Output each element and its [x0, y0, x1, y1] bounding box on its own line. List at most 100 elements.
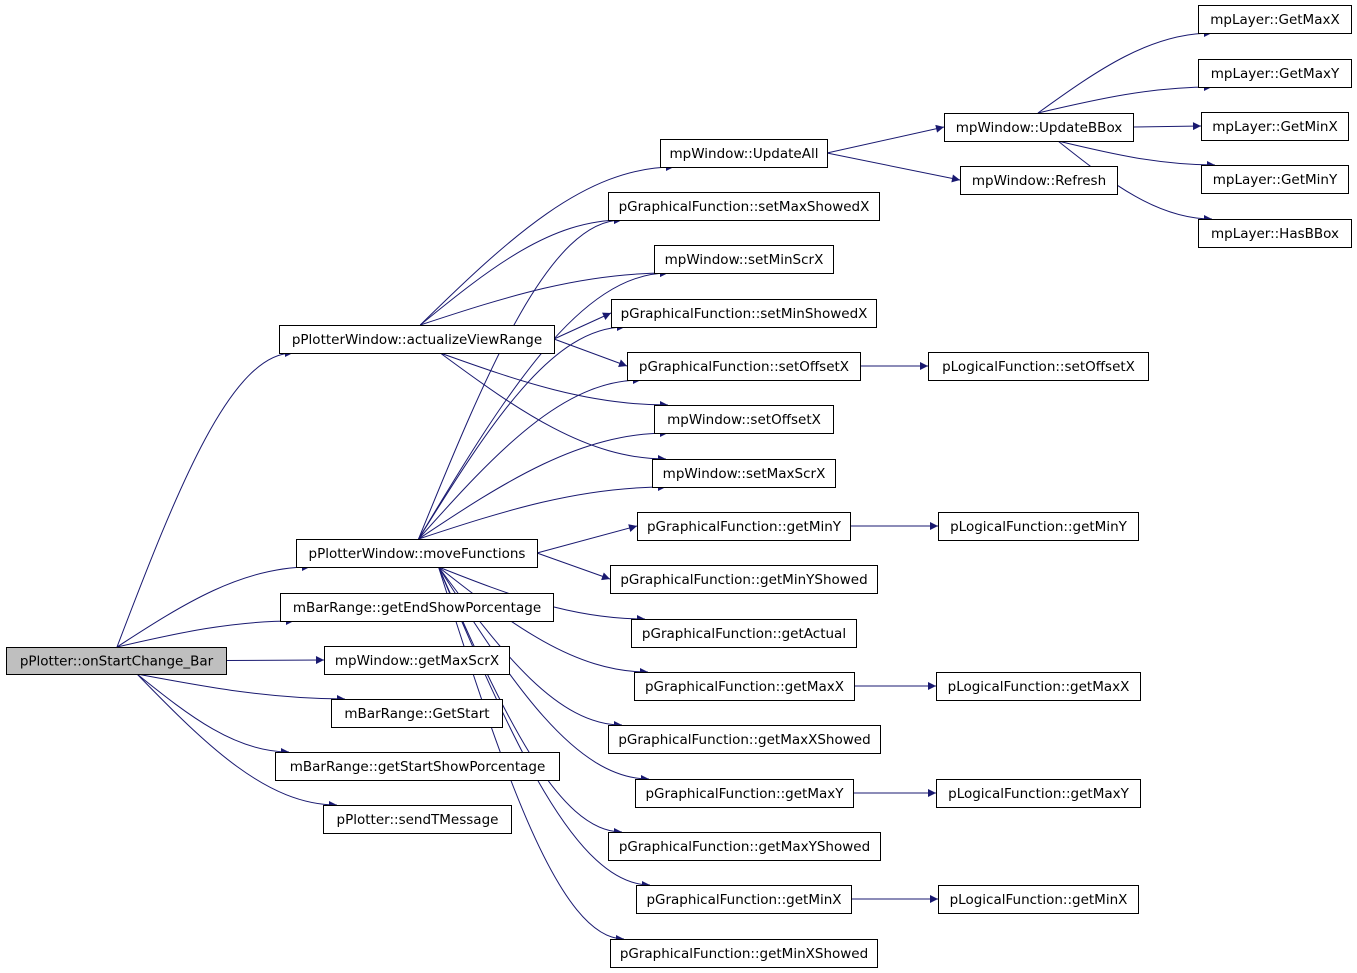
edge-move-to-setmaxscrx: [418, 483, 667, 540]
node-getmaxy-l[interactable]: pLogicalFunction::getMaxY: [936, 779, 1141, 808]
node-box: [654, 245, 834, 274]
node-box: [608, 725, 881, 754]
node-box: [279, 325, 555, 354]
node-label: pGraphicalFunction::getMinXShowed: [620, 946, 868, 962]
node-label: mpLayer::GetMaxY: [1211, 66, 1340, 82]
node-box: [324, 646, 510, 675]
node-lgetminy[interactable]: mpLayer::GetMinY: [1201, 165, 1349, 194]
node-label: mBarRange::getStartShowPorcentage: [290, 759, 546, 775]
node-sendt[interactable]: pPlotter::sendTMessage: [323, 805, 512, 834]
node-label: pPlotterWindow::moveFunctions: [309, 546, 526, 562]
edge-root-to-getmaxscrx: [225, 656, 325, 665]
edge-move-to-getmaxx_g: [438, 566, 649, 676]
node-getmaxscrx[interactable]: mpWindow::getMaxScrX: [324, 646, 510, 675]
node-label: pLogicalFunction::getMinX: [950, 892, 1128, 908]
edge-updatebbox-to-lgetminy: [1057, 140, 1216, 169]
node-actualize[interactable]: pPlotterWindow::actualizeViewRange: [279, 325, 555, 354]
edge-updateall-to-updatebbox: [826, 124, 945, 154]
edge-updatebbox-to-lgetmaxy: [1037, 83, 1213, 114]
edge-move-to-setmaxshowedx: [418, 216, 623, 540]
node-label: pGraphicalFunction::getActual: [642, 626, 846, 642]
node-getminy-g[interactable]: pGraphicalFunction::getMinY: [637, 512, 851, 541]
node-getminx-g[interactable]: pGraphicalFunction::getMinX: [636, 885, 852, 914]
node-label: pGraphicalFunction::getMaxY: [645, 786, 844, 802]
edge-root-to-move: [116, 563, 311, 648]
node-label: mpLayer::HasBBox: [1211, 226, 1339, 242]
edge-move-to-getminy_g: [536, 524, 638, 554]
node-box: [627, 352, 861, 381]
node-lgetmaxx[interactable]: mpLayer::GetMaxX: [1198, 5, 1352, 34]
node-box: [323, 805, 512, 834]
node-startshow[interactable]: mBarRange::getStartShowPorcentage: [275, 752, 560, 781]
node-getminyshowed[interactable]: pGraphicalFunction::getMinYShowed: [610, 565, 878, 594]
node-box: [660, 139, 828, 168]
node-getminxshowed[interactable]: pGraphicalFunction::getMinXShowed: [610, 939, 878, 968]
edges-layer: [116, 29, 1216, 943]
node-label: mpWindow::UpdateBBox: [956, 120, 1123, 136]
node-setmaxshowedx[interactable]: pGraphicalFunction::setMaxShowedX: [608, 192, 880, 221]
node-box: [652, 459, 836, 488]
node-label: mpWindow::UpdateAll: [670, 146, 819, 162]
node-getmaxxshowed[interactable]: pGraphicalFunction::getMaxXShowed: [608, 725, 881, 754]
node-getmaxyshowed[interactable]: pGraphicalFunction::getMaxYShowed: [608, 832, 881, 861]
node-getminx-l[interactable]: pLogicalFunction::getMinX: [938, 885, 1139, 914]
node-box: [331, 699, 503, 728]
node-box: [6, 647, 227, 675]
node-label: mpLayer::GetMinX: [1212, 119, 1337, 135]
node-getstart[interactable]: mBarRange::GetStart: [331, 699, 503, 728]
node-setminscrx[interactable]: mpWindow::setMinScrX: [654, 245, 834, 274]
node-endshow[interactable]: mBarRange::getEndShowPorcentage: [280, 593, 554, 622]
node-setoffsetx-g[interactable]: pGraphicalFunction::setOffsetX: [627, 352, 861, 381]
node-setoffsetx-w[interactable]: mpWindow::setOffsetX: [654, 405, 834, 434]
node-label: pGraphicalFunction::getMaxXShowed: [618, 732, 870, 748]
node-label: pGraphicalFunction::setOffsetX: [639, 359, 849, 375]
node-move[interactable]: pPlotterWindow::moveFunctions: [296, 539, 538, 568]
node-getmaxy-g[interactable]: pGraphicalFunction::getMaxY: [635, 779, 854, 808]
node-getmaxx-l[interactable]: pLogicalFunction::getMaxX: [936, 672, 1141, 701]
node-box: [936, 779, 1141, 808]
edge-updatebbox-to-lgetmaxx: [1037, 29, 1213, 114]
node-label: mBarRange::GetStart: [344, 706, 489, 722]
node-box: [296, 539, 538, 568]
node-label: mpWindow::setMaxScrX: [663, 466, 826, 482]
node-box: [936, 672, 1141, 701]
node-updatebbox[interactable]: mpWindow::UpdateBBox: [944, 113, 1134, 142]
edge-actualize-to-setminscrx: [420, 269, 669, 326]
node-lgetmaxy[interactable]: mpLayer::GetMaxY: [1198, 59, 1352, 88]
node-getminy-l[interactable]: pLogicalFunction::getMinY: [938, 512, 1139, 541]
edge-move-to-setoffsetx_w: [418, 429, 669, 540]
node-box: [1201, 165, 1349, 194]
edge-move-to-getminyshowed: [536, 552, 611, 581]
node-box: [938, 512, 1139, 541]
node-setmaxscrx[interactable]: mpWindow::setMaxScrX: [652, 459, 836, 488]
node-label: mpWindow::setMinScrX: [665, 252, 824, 268]
node-box: [1198, 5, 1352, 34]
node-root[interactable]: pPlotter::onStartChange_Bar: [6, 647, 227, 675]
node-box: [637, 512, 851, 541]
edge-actualize-to-setoffsetx_w: [440, 352, 669, 409]
node-label: mpLayer::GetMaxX: [1210, 12, 1339, 28]
node-getactual[interactable]: pGraphicalFunction::getActual: [631, 619, 857, 648]
node-lhasbbox[interactable]: mpLayer::HasBBox: [1198, 219, 1352, 248]
node-setoffsetx-l[interactable]: pLogicalFunction::setOffsetX: [928, 352, 1149, 381]
node-lgetminx[interactable]: mpLayer::GetMinX: [1201, 112, 1349, 141]
node-box: [1198, 219, 1352, 248]
node-getmaxx-g[interactable]: pGraphicalFunction::getMaxX: [634, 672, 855, 701]
node-label: pGraphicalFunction::getMinX: [646, 892, 841, 908]
node-box: [608, 832, 881, 861]
node-label: pGraphicalFunction::getMinYShowed: [620, 572, 867, 588]
node-label: pPlotter::sendTMessage: [337, 812, 499, 828]
node-box: [938, 885, 1139, 914]
edge-actualize-to-setmaxscrx: [439, 352, 667, 463]
edge-move-to-setminshowedx: [418, 323, 626, 540]
node-box: [1201, 112, 1349, 141]
node-label: pGraphicalFunction::getMaxYShowed: [619, 839, 870, 855]
node-refresh[interactable]: mpWindow::Refresh: [960, 166, 1118, 195]
node-label: pGraphicalFunction::getMaxX: [645, 679, 844, 695]
edge-updatebbox-to-lhasbbox: [1057, 140, 1213, 223]
edge-root-to-getstart: [136, 673, 346, 703]
node-updateall[interactable]: mpWindow::UpdateAll: [660, 139, 828, 168]
node-box: [928, 352, 1149, 381]
node-setminshowedx[interactable]: pGraphicalFunction::setMinShowedX: [611, 299, 877, 328]
